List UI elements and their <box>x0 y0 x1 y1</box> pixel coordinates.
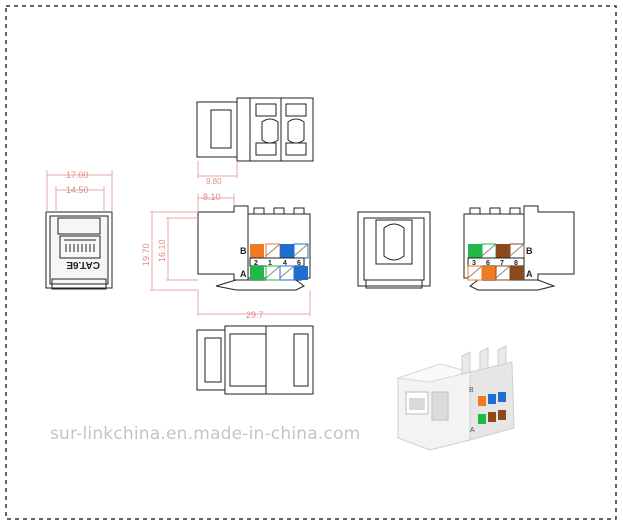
wiring-block-right <box>467 243 525 281</box>
pin-right-3: 7 <box>500 260 504 267</box>
dashed-border <box>5 5 617 520</box>
pin-left-1: 2 <box>254 260 258 267</box>
jack-label: CAT.6E <box>66 259 100 270</box>
watermark-text: sur-linkchina.en.made-in-china.com <box>50 424 361 444</box>
dim-29-7: 29.7 <box>246 310 264 320</box>
dim-8-10: 8.10 <box>203 192 221 202</box>
row-a-left: A <box>240 269 247 279</box>
pin-left-2: 1 <box>268 260 272 267</box>
front-view <box>45 170 113 290</box>
wiring-block-left <box>249 243 309 281</box>
row-b-left: B <box>240 246 247 256</box>
row-a-right: A <box>526 269 533 279</box>
pin-right-4: 8 <box>514 260 518 267</box>
pin-left-4: 6 <box>297 260 301 267</box>
bottom-view <box>196 325 314 395</box>
top-view <box>196 97 314 178</box>
product-photo <box>397 345 515 451</box>
rear-view <box>357 211 431 289</box>
photo-row-b: B <box>469 387 474 394</box>
dim-16-10: 16.10 <box>157 239 167 262</box>
pin-right-2: 6 <box>486 260 490 267</box>
dim-9-80: 9.80 <box>206 177 222 186</box>
dim-17-00: 17.00 <box>66 170 89 180</box>
pin-right-1: 3 <box>472 260 476 267</box>
row-b-right: B <box>526 246 533 256</box>
dim-19-70: 19.70 <box>141 243 151 266</box>
dim-14-50: 14.50 <box>66 185 89 195</box>
photo-row-a: A <box>470 427 475 434</box>
pin-left-3: 4 <box>283 260 287 267</box>
